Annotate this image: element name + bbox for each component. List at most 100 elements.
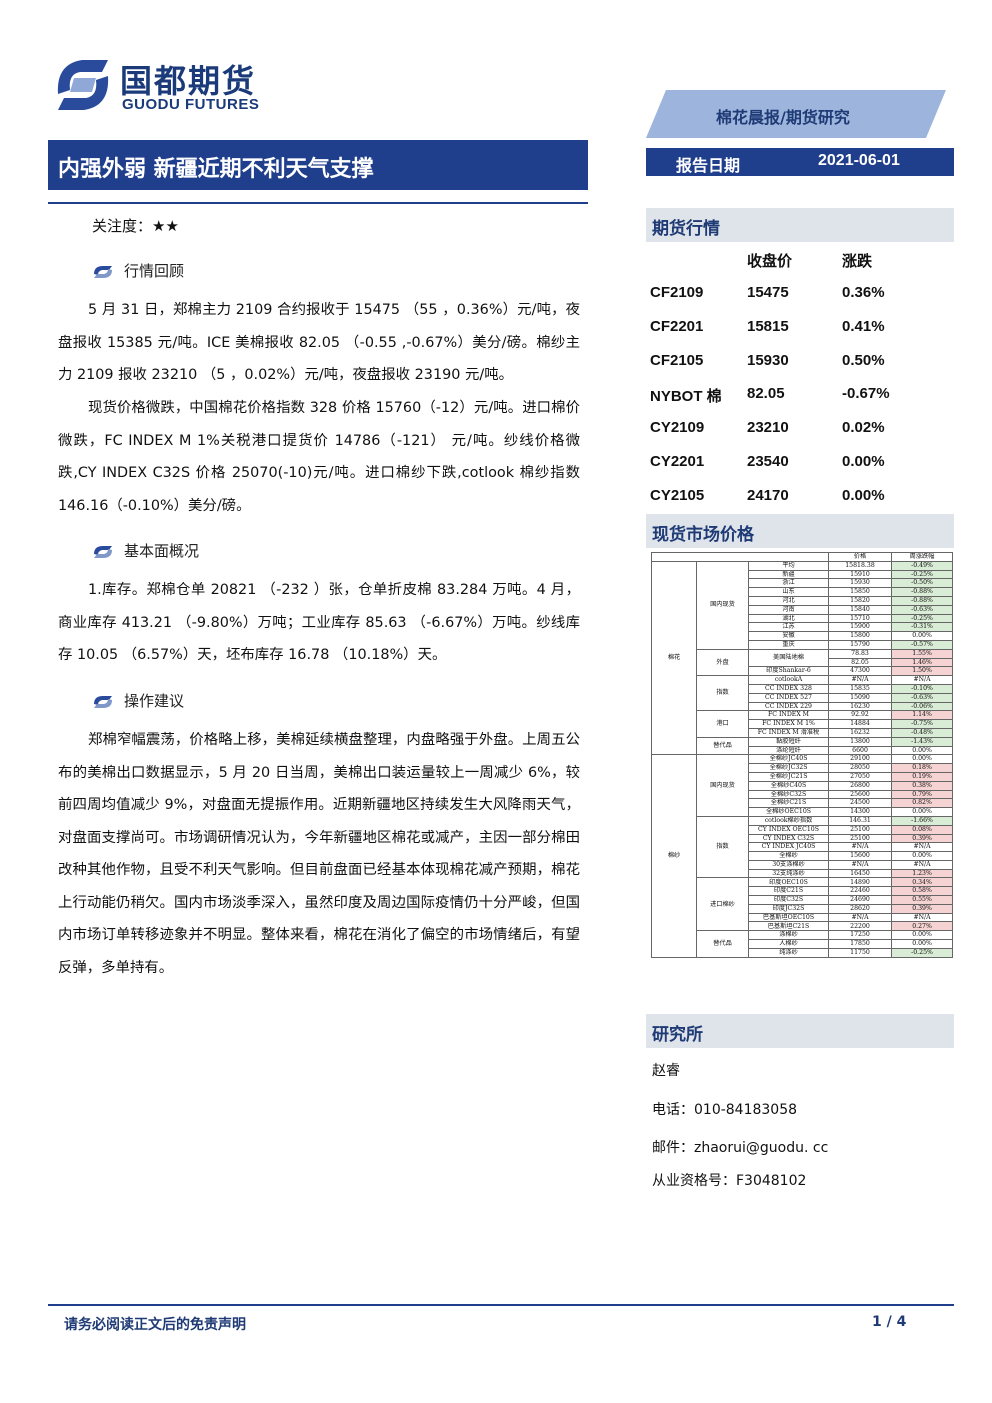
company-logo: 国都期货 GUODU FUTURES bbox=[52, 54, 292, 118]
spot-price: #N/A bbox=[828, 675, 893, 685]
spot-item: 河南 bbox=[747, 604, 830, 615]
spot-item: CC INDEX 527 bbox=[747, 692, 830, 703]
spot-item: 全棉纱JC32S bbox=[747, 763, 830, 773]
spot-change: -0.31% bbox=[891, 622, 954, 633]
spot-item: 巴基斯坦OEC10S bbox=[747, 912, 830, 923]
spot-change: 0.08% bbox=[891, 824, 954, 835]
spot-change: 0.18% bbox=[891, 763, 954, 773]
spot-price: 15840 bbox=[828, 604, 893, 615]
spot-change: -0.25% bbox=[891, 569, 954, 580]
futures-contract: CF2201 bbox=[650, 317, 704, 335]
section-heading-text: 基本面概况 bbox=[124, 542, 200, 560]
futures-contract: NYBOT 棉 bbox=[650, 388, 722, 406]
spot-change: 0.79% bbox=[891, 789, 954, 800]
futures-contract: CF2105 bbox=[650, 351, 704, 369]
section-heading-text: 操作建议 bbox=[124, 692, 185, 710]
futures-col-close: 收盘价 bbox=[747, 253, 793, 270]
spot-item: 印度C32S bbox=[747, 895, 830, 905]
spot-change: 0.00% bbox=[891, 754, 954, 765]
spot-item: 印度JC32S bbox=[747, 903, 830, 914]
spot-change: -0.88% bbox=[891, 595, 954, 606]
spot-item: 全棉纱C32S bbox=[747, 789, 830, 800]
futures-contract: CY2201 bbox=[650, 453, 705, 470]
spot-price: 16230 bbox=[828, 701, 893, 712]
spot-item: CY INDEX OEC10S bbox=[747, 824, 830, 835]
spot-change: -0.57% bbox=[891, 639, 954, 650]
spot-item: 纯涤纱 bbox=[747, 947, 830, 958]
spot-price: 15850 bbox=[828, 587, 893, 597]
research-heading: 研究所 bbox=[646, 1014, 954, 1048]
spot-change: -1.43% bbox=[891, 736, 954, 747]
paragraph: 现货价格微跌，中国棉花价格指数 328 价格 15760（-12）元/吨。进口棉… bbox=[58, 400, 580, 514]
spot-price: 11750 bbox=[828, 947, 893, 958]
spot-change: 0.27% bbox=[891, 921, 954, 932]
spot-category: 棉纱 bbox=[651, 754, 697, 958]
spot-change: -0.48% bbox=[891, 727, 954, 738]
spot-item: 平均 bbox=[747, 560, 830, 571]
spot-change: -0.25% bbox=[891, 613, 954, 624]
spot-item: CY INDEX C32S bbox=[747, 833, 830, 844]
futures-change: 0.50% bbox=[842, 351, 885, 369]
spot-item: 新疆 bbox=[747, 569, 830, 580]
spot-item: 安徽 bbox=[747, 631, 830, 641]
spot-group: 国内现货 bbox=[696, 560, 749, 650]
futures-close: 15475 bbox=[747, 284, 789, 301]
spot-header-blank bbox=[650, 552, 830, 562]
spot-item: 全棉纱C40S bbox=[747, 780, 830, 791]
spot-price: 82.05 bbox=[828, 657, 893, 668]
spot-price: 15710 bbox=[828, 613, 893, 624]
analyst-email[interactable]: 邮件：zhaorui@guodu. cc bbox=[652, 1140, 829, 1156]
spot-change: 0.34% bbox=[891, 877, 954, 888]
spot-change: -0.50% bbox=[891, 578, 954, 589]
spot-item: 人棉纱 bbox=[747, 939, 830, 949]
spot-price: 15800 bbox=[828, 631, 893, 641]
spot-change: #N/A bbox=[891, 675, 954, 685]
spot-item: CC INDEX 328 bbox=[747, 683, 830, 694]
spot-item: 湖北 bbox=[747, 613, 830, 624]
spot-price: 16450 bbox=[828, 868, 893, 879]
paragraph: 郑棉窄幅震荡，价格略上移，美棉延续横盘整理，内盘略强于外盘。上周五公布的美棉出口… bbox=[58, 732, 580, 976]
spot-change: 0.55% bbox=[891, 895, 954, 905]
spot-item: cotlook棉纱指数 bbox=[747, 815, 830, 826]
report-type-label: 棉花晨报/期货研究 bbox=[716, 108, 850, 127]
report-type-banner: 棉花晨报/期货研究 bbox=[646, 90, 946, 138]
spot-price: 17850 bbox=[828, 939, 893, 949]
spot-item: FC INDEX M bbox=[747, 710, 830, 721]
spot-item: CY INDEX JC40S bbox=[747, 842, 830, 853]
spot-change: 1.23% bbox=[891, 868, 954, 879]
futures-contract: CY2105 bbox=[650, 486, 705, 504]
spot-price: 22200 bbox=[828, 921, 893, 932]
disclaimer-note: 请务必阅读正文后的免责声明 bbox=[64, 1317, 246, 1333]
spot-price: 15820 bbox=[828, 595, 893, 606]
spot-group: 替代品 bbox=[696, 930, 749, 958]
paragraph: 1.库存。郑棉仓单 20821 （-232 ）张，仓单折皮棉 83.284 万吨… bbox=[58, 582, 580, 663]
futures-contract: CY2109 bbox=[650, 419, 705, 437]
spot-change: 0.00% bbox=[891, 807, 954, 817]
spot-price: 15835 bbox=[828, 683, 893, 694]
spot-change: -0.88% bbox=[891, 587, 954, 597]
spot-item: 河北 bbox=[747, 595, 830, 606]
spot-group: 国内现货 bbox=[696, 754, 749, 817]
logo-text-cn: 国都期货 bbox=[120, 62, 257, 100]
spot-price: 15818.38 bbox=[828, 560, 893, 571]
spot-price: #N/A bbox=[828, 859, 893, 870]
spot-change: -0.75% bbox=[891, 719, 954, 729]
spot-price: #N/A bbox=[828, 912, 893, 923]
spot-change: 0.58% bbox=[891, 886, 954, 897]
report-date-bar: 报告日期 2021-06-01 bbox=[646, 148, 954, 176]
analyst-phone: 电话：010-84183058 bbox=[652, 1102, 798, 1118]
analyst-license: 从业资格号：F3048102 bbox=[652, 1173, 807, 1189]
report-title: 内强外弱 新疆近期不利天气支撑 bbox=[48, 140, 588, 190]
futures-header-row: 收盘价 涨跌 bbox=[650, 250, 950, 270]
futures-change: 0.02% bbox=[842, 419, 885, 437]
